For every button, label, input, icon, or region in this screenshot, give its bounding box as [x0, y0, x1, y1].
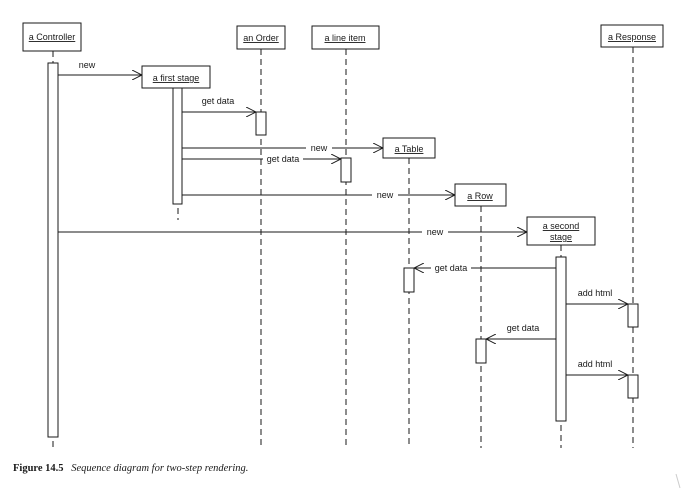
message-new-row: new [182, 189, 455, 201]
page-edge-mark [675, 473, 681, 489]
message-get-data-line-item: get data [182, 153, 341, 164]
activation-controller [47, 62, 59, 438]
activation-response-2 [627, 374, 639, 399]
object-line-item-label: a line item [324, 33, 365, 43]
message-get-data-order-label: get data [202, 96, 235, 106]
message-new-table-label: new [311, 143, 328, 153]
object-first-stage-label: a first stage [153, 73, 200, 83]
object-first-stage: a first stage [141, 65, 211, 89]
message-get-data-line-item-label: get data [267, 154, 300, 164]
activation-row [475, 338, 487, 364]
figure-caption: Figure 14.5 Sequence diagram for two-ste… [13, 463, 248, 474]
message-new-first-stage: new [58, 60, 142, 75]
activation-line-item [340, 157, 352, 183]
object-second-stage-label-line1: a second [543, 221, 580, 231]
activation-table [403, 267, 415, 293]
message-get-data-row-label: get data [507, 323, 540, 333]
activation-order [255, 111, 267, 136]
message-add-html-2-label: add html [578, 359, 613, 369]
object-order-label: an Order [243, 33, 279, 43]
object-order: an Order [236, 25, 286, 50]
message-new-second-stage: new [58, 226, 527, 238]
figure-caption-text: Sequence diagram for two-step rendering. [71, 463, 249, 474]
object-table: a Table [382, 137, 436, 159]
object-row: a Row [454, 183, 507, 207]
object-line-item: a line item [311, 25, 380, 50]
object-controller-label: a Controller [29, 32, 76, 42]
message-add-html-2: add html [566, 359, 628, 375]
activation-response-1 [627, 303, 639, 328]
object-table-label: a Table [395, 144, 424, 154]
object-row-label: a Row [467, 191, 493, 201]
message-new-table: new [182, 141, 383, 153]
figure-number: Figure 14.5 [13, 463, 64, 474]
message-get-data-row: get data [486, 323, 556, 339]
message-add-html-1: add html [566, 288, 628, 304]
object-second-stage: a second stage [526, 216, 596, 246]
message-new-second-stage-label: new [427, 227, 444, 237]
message-new-row-label: new [377, 190, 394, 200]
object-response: a Response [600, 24, 664, 48]
activation-first-stage [172, 87, 183, 205]
message-get-data-table-label: get data [435, 263, 468, 273]
message-get-data-table: get data [414, 262, 556, 274]
message-add-html-1-label: add html [578, 288, 613, 298]
object-controller: a Controller [22, 22, 82, 52]
message-new-first-stage-label: new [79, 60, 96, 70]
activation-second-stage [555, 256, 567, 422]
object-response-label: a Response [608, 32, 656, 42]
object-second-stage-label-line2: stage [550, 232, 572, 242]
message-get-data-order: get data [182, 96, 256, 112]
